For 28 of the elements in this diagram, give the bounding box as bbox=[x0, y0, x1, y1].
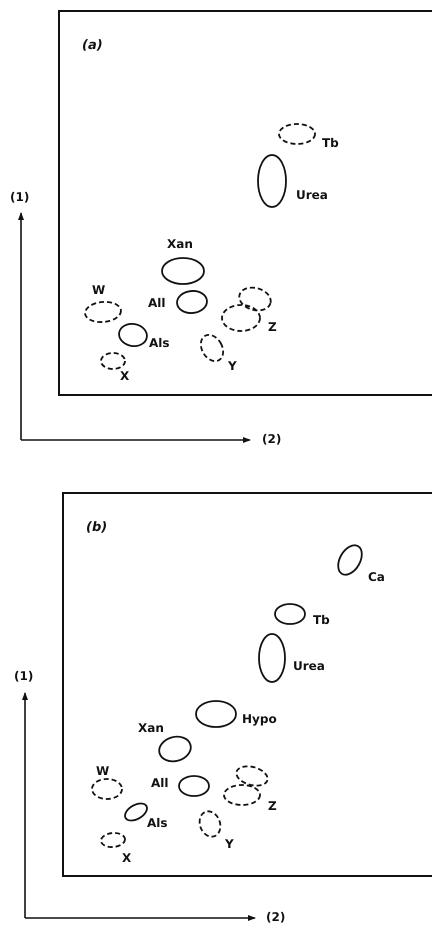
chromatogram-panel bbox=[62, 492, 432, 877]
spot-label: Als bbox=[147, 817, 168, 830]
spot-label: Tb bbox=[322, 137, 339, 150]
spot-label: Z bbox=[268, 321, 277, 334]
panel-label: (a) bbox=[82, 38, 103, 53]
chromatogram-panel bbox=[58, 10, 432, 396]
axis-label: (2) bbox=[262, 432, 282, 446]
spot-label: Z bbox=[268, 800, 277, 813]
spot-label: W bbox=[92, 284, 106, 297]
spot-label: X bbox=[122, 852, 132, 865]
spot-label: All bbox=[148, 297, 166, 310]
spot-label: Als bbox=[149, 337, 170, 350]
spot-label: Ca bbox=[368, 571, 385, 584]
spot-label: W bbox=[96, 765, 110, 778]
spot-label: Urea bbox=[296, 189, 328, 202]
axis-label: (2) bbox=[266, 910, 286, 924]
spot-label: Xan bbox=[167, 238, 193, 251]
spot-label: Urea bbox=[293, 660, 325, 673]
spot-label: Y bbox=[228, 360, 237, 373]
panel-label: (b) bbox=[86, 520, 108, 535]
spot-label: Xan bbox=[138, 722, 164, 735]
axis-label: (1) bbox=[10, 190, 30, 204]
spot-label: All bbox=[151, 777, 169, 790]
spot-label: X bbox=[120, 370, 130, 383]
spot-label: Hypo bbox=[242, 713, 277, 726]
spot-label: Y bbox=[225, 838, 234, 851]
axis-label: (1) bbox=[14, 669, 34, 683]
spot-label: Tb bbox=[313, 614, 330, 627]
